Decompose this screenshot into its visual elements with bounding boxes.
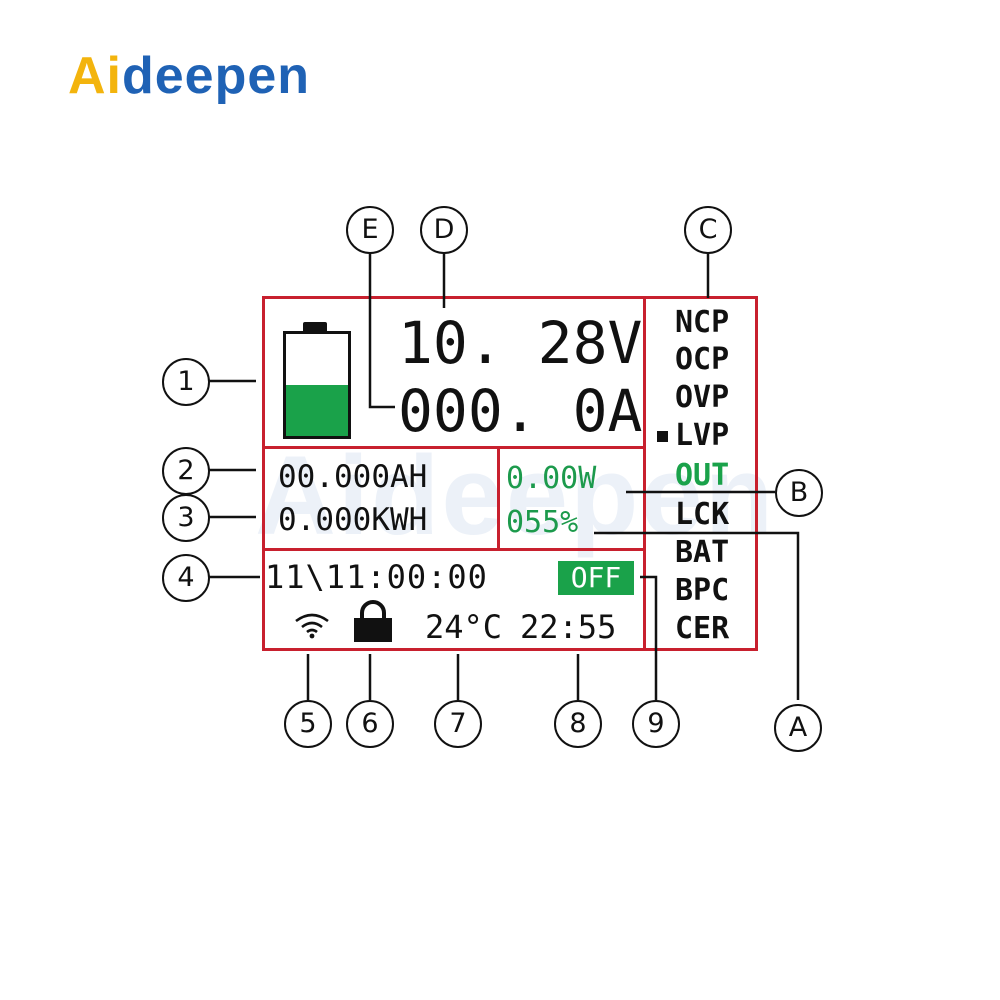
callout-2: 2 (162, 447, 210, 495)
frame-left (262, 296, 265, 651)
active-status-marker (657, 431, 668, 442)
status-item-cer: CER (675, 611, 730, 646)
voltage-readout: 10. 28V (398, 309, 643, 377)
wifi-icon (295, 613, 329, 639)
status-item-lvp: LVP (675, 418, 730, 453)
battery-fill (286, 385, 348, 436)
callout-1: 1 (162, 358, 210, 406)
frame-right (755, 296, 758, 651)
status-item-bat: BAT (675, 535, 730, 570)
status-item-out: OUT (675, 458, 730, 493)
callout-4: 4 (162, 554, 210, 602)
divider-status-column (643, 296, 646, 651)
lock-icon (354, 600, 392, 642)
arrow-A (594, 531, 800, 700)
callout-E: E (346, 206, 394, 254)
brand-logo: Aideepen (68, 50, 310, 102)
battery-icon-cap (303, 322, 327, 332)
callout-7: 7 (434, 700, 482, 748)
battery-icon (283, 331, 351, 439)
callout-B: B (775, 469, 823, 517)
power-readout: 0.00W (506, 461, 597, 496)
energy-readout: 0.000KWH (278, 502, 428, 538)
status-item-lck: LCK (675, 497, 730, 532)
logo-part-1: Ai (68, 47, 122, 105)
callout-8: 8 (554, 700, 602, 748)
divider-middle-vertical (497, 446, 500, 551)
arrow-E (368, 252, 395, 409)
callout-D: D (420, 206, 468, 254)
temperature-readout: 24°C (425, 608, 503, 646)
divider-middle-section (262, 548, 646, 551)
arrow-9 (640, 575, 658, 700)
current-readout: 000. 0A (398, 377, 643, 445)
callout-6: 6 (346, 700, 394, 748)
output-state-badge: OFF (558, 561, 634, 595)
status-item-ovp: OVP (675, 380, 730, 415)
callout-5: 5 (284, 700, 332, 748)
timer-readout: 11\11:00:00 (265, 558, 488, 596)
callout-3: 3 (162, 494, 210, 542)
capacity-readout: 00.000AH (278, 459, 428, 495)
percent-readout: 055% (506, 505, 579, 540)
divider-top-section (262, 446, 646, 449)
clock-readout: 22:55 (520, 608, 617, 646)
frame-top (262, 296, 758, 299)
status-item-ncp: NCP (675, 305, 730, 340)
status-item-ocp: OCP (675, 342, 730, 377)
callout-9: 9 (632, 700, 680, 748)
frame-bottom (262, 648, 758, 651)
logo-part-2: deepen (122, 47, 311, 105)
callout-C: C (684, 206, 732, 254)
callout-A: A (774, 704, 822, 752)
status-item-bpc: BPC (675, 573, 730, 608)
